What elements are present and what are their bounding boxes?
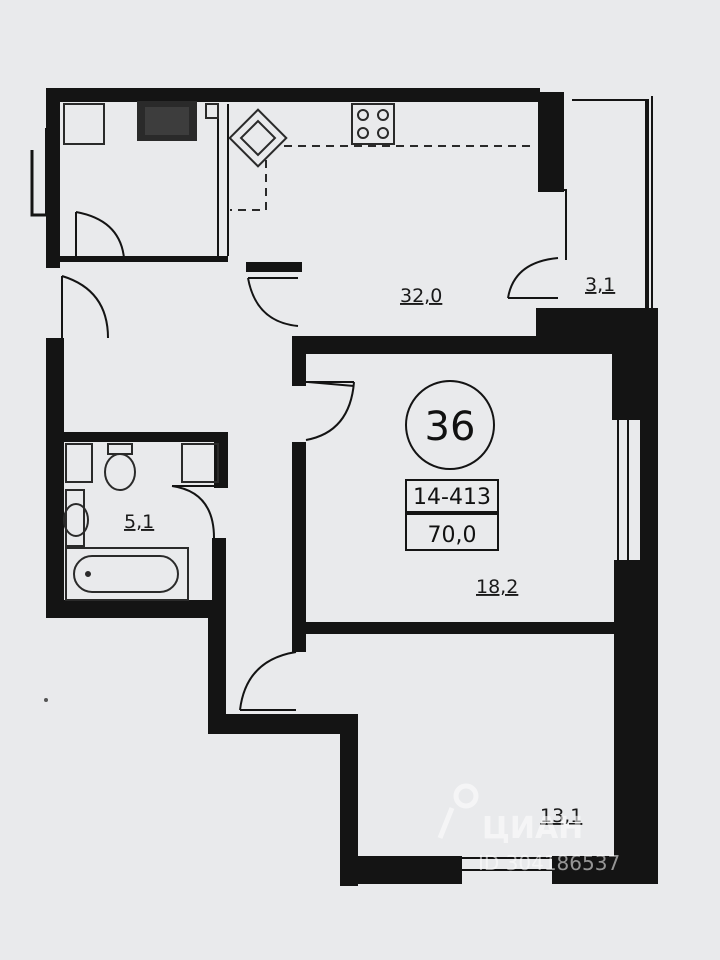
window-left (30, 150, 46, 217)
toilet-icon (104, 443, 136, 491)
room-area-bedroom-1: 18,2 (476, 576, 518, 598)
watermark: ЦИАН ID 304186537 (437, 783, 620, 875)
apartment-code-box (405, 479, 499, 513)
apartment-total-area: 70,0 (428, 523, 477, 548)
cian-logo-icon (437, 783, 479, 839)
kitchen-fixtures (63, 101, 534, 211)
stove-icon (351, 103, 395, 145)
apartment-number-circle (405, 380, 495, 470)
thin-walls (45, 96, 653, 871)
apartment-number: 36 (425, 404, 476, 450)
apartment-code: 14-413 (413, 485, 491, 510)
room-area-bedroom-2: 13,1 (540, 805, 582, 827)
walls (46, 88, 658, 886)
washbasin-icon (63, 489, 89, 547)
doors (61, 211, 559, 711)
room-area-bathroom: 5,1 (124, 511, 154, 533)
room-labels: 32,0 3,1 5,1 18,2 13,1 (124, 274, 615, 827)
watermark-logo: ЦИАН (482, 811, 583, 846)
room-area-balcony: 3,1 (585, 274, 615, 296)
watermark-id: ID 304186537 (478, 851, 620, 875)
bathroom-fixtures (63, 443, 219, 601)
apartment-area-box (405, 513, 499, 551)
sink-icon (228, 108, 288, 168)
bathtub-icon (65, 547, 189, 601)
apartment-info: 36 14-413 70,0 (405, 380, 499, 551)
room-area-kitchen-living: 32,0 (400, 285, 442, 307)
